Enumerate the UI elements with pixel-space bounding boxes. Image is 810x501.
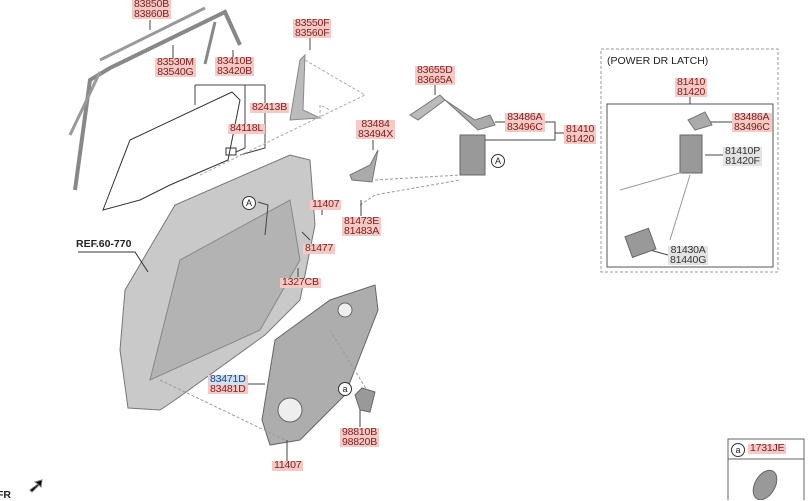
part-label-82413B[interactable]: 82413B <box>250 101 290 113</box>
inset-box <box>727 438 805 500</box>
inset-part-1731JE[interactable]: 1731JE <box>748 442 787 454</box>
part-label-84118L[interactable]: 84118L <box>228 122 266 134</box>
channel <box>289 53 322 121</box>
callout-A: A <box>242 196 256 210</box>
part-label-1327CB[interactable]: 1327CB <box>280 276 321 288</box>
power-latch-title: (POWER DR LATCH) <box>607 55 709 67</box>
belt-moulding <box>99 6 206 62</box>
door-frame-moulding <box>73 9 242 191</box>
part-label-11407-bottom[interactable]: 11407 <box>272 459 304 471</box>
callout-a: a <box>338 382 352 396</box>
reference-label: REF.60-770 <box>76 238 132 250</box>
door-latch <box>459 134 486 176</box>
inset-callout-a: a <box>731 443 745 457</box>
part-label-11407[interactable]: 11407 <box>310 198 342 210</box>
part-label-81477[interactable]: 81477 <box>303 242 336 254</box>
plug-icon <box>752 469 778 500</box>
actuator <box>354 387 376 413</box>
front-arrow-icon <box>29 479 43 493</box>
callout-A-latch: A <box>491 154 505 168</box>
front-indicator: FR <box>0 489 11 501</box>
